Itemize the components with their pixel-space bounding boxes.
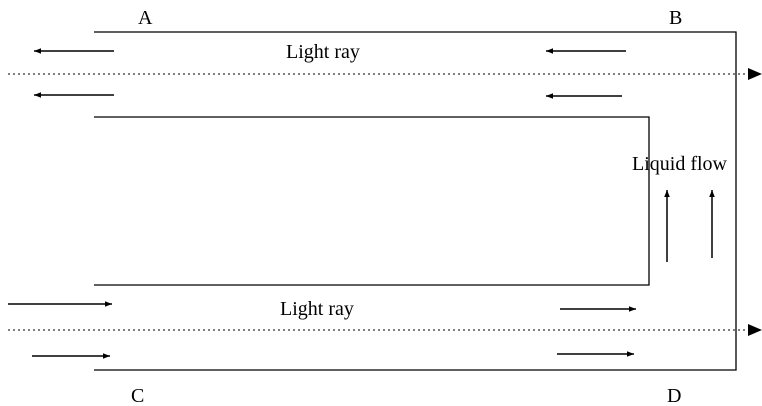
corner-label-c: C: [131, 385, 144, 406]
liquid-flow-label: Liquid flow: [632, 153, 728, 175]
corner-label-a: A: [138, 7, 153, 29]
top-light-ray-label: Light ray: [286, 41, 360, 63]
corner-label-d: D: [667, 385, 681, 406]
top-light-ray-arrowhead: [748, 68, 762, 80]
outer-channel-wall: [94, 31, 737, 371]
corner-label-b: B: [669, 7, 682, 29]
bottom-light-ray-arrowhead: [748, 324, 762, 336]
bottom-light-ray-label: Light ray: [280, 298, 354, 320]
inner-block-wall: [94, 116, 650, 286]
